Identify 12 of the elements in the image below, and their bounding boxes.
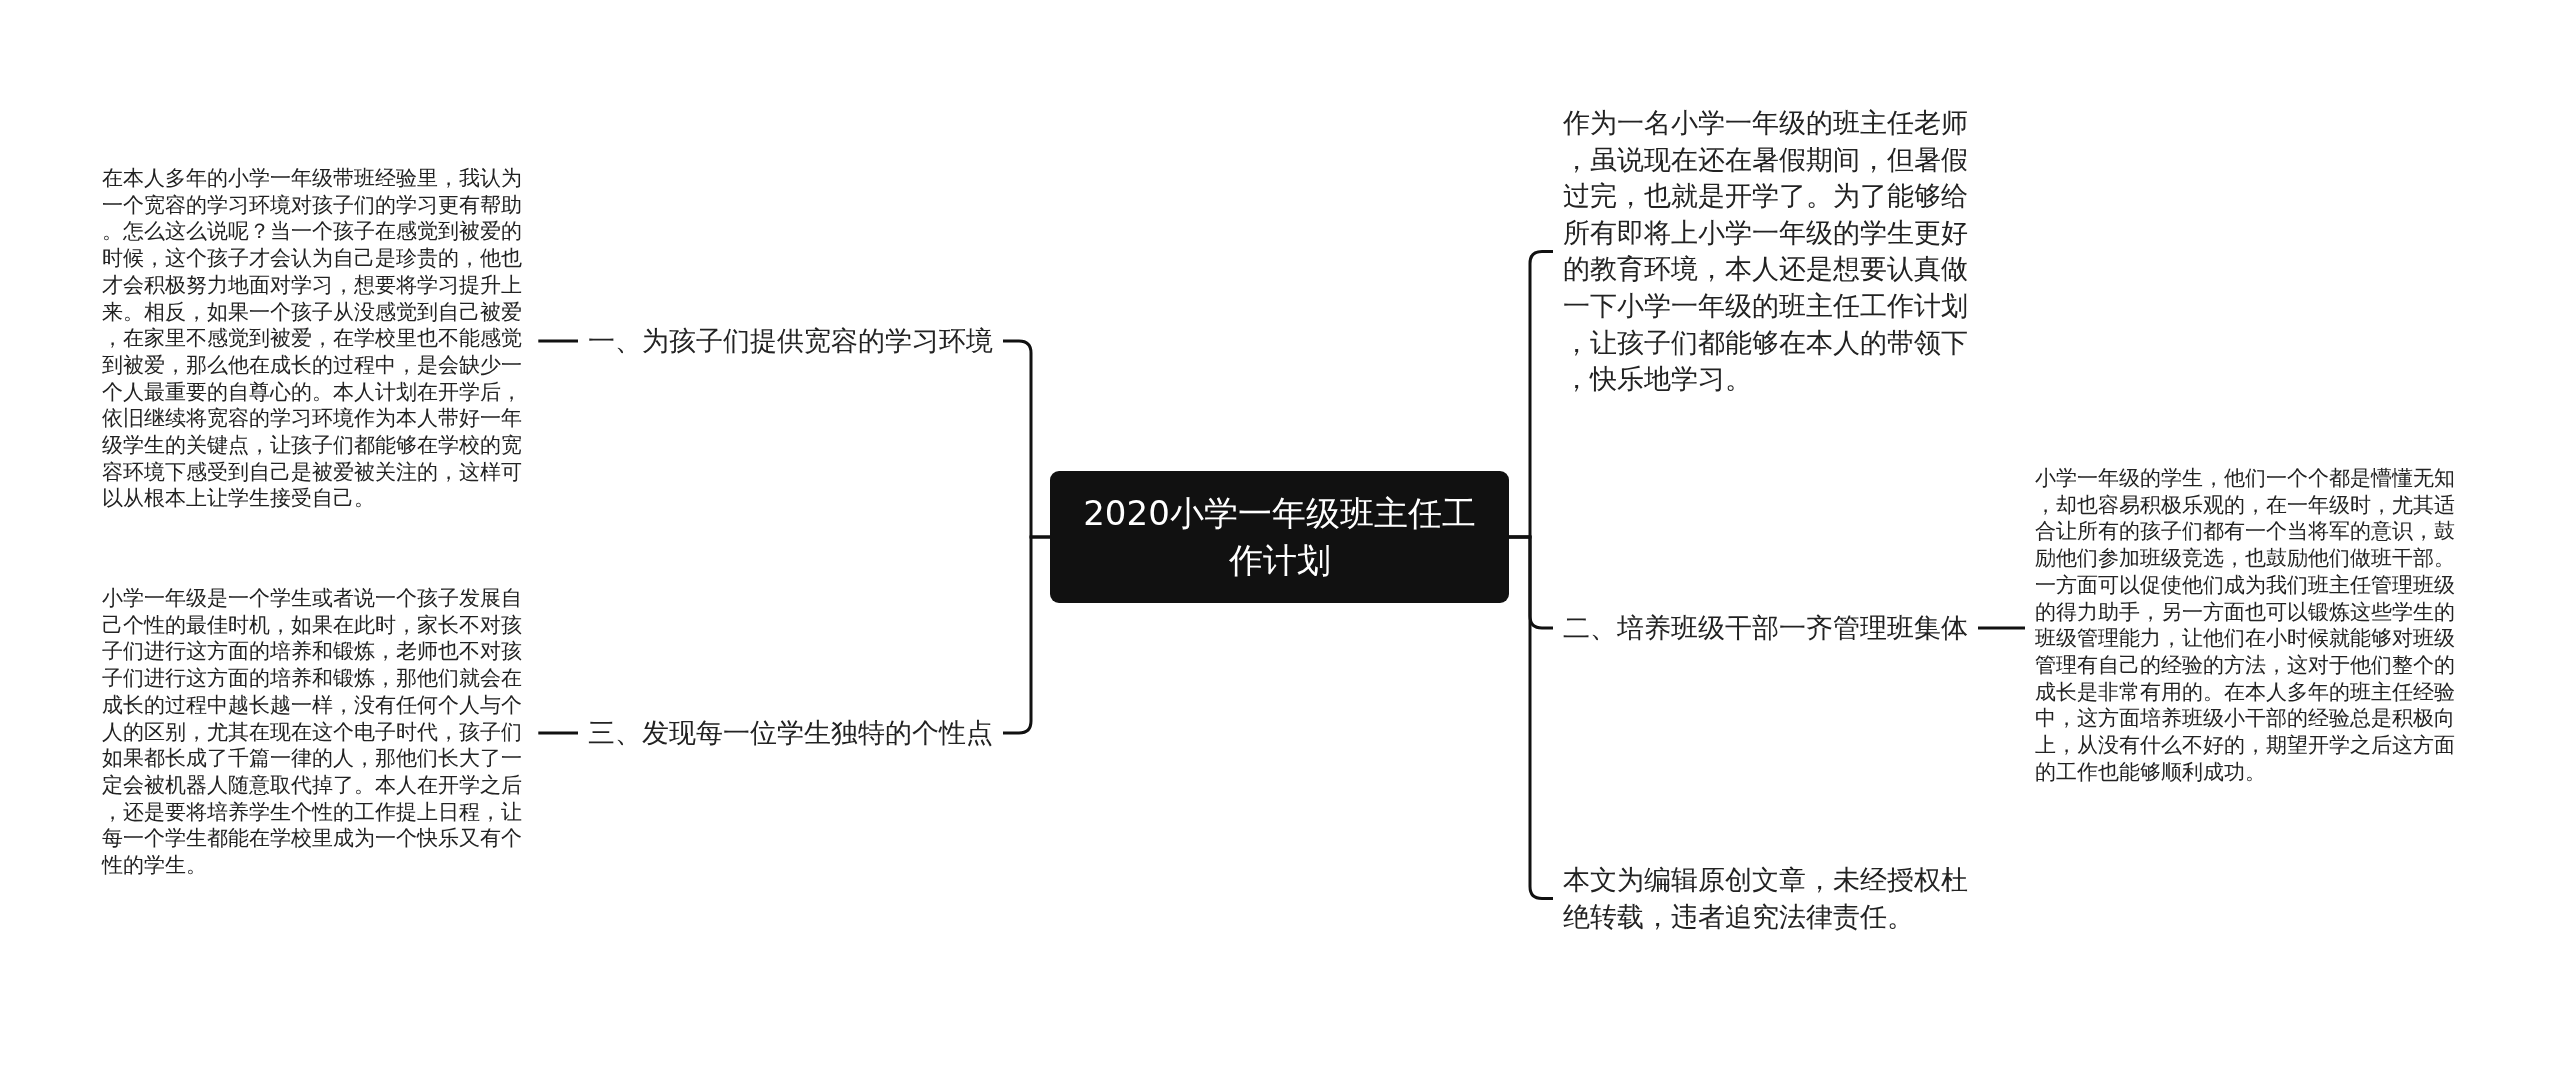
paragraph-text: 小学一年级的学生，他们一个个都是懵懂无知，却也容易积极乐观的，在一年级时，尤其适合让所有的孩子们都有一个当将军的意识，鼓励他们参加班级竞选，也鼓励他们做班干部。一方面可以促使他们成为我们班主任管理班级的得力助手，另一方面也可以锻炼这些学生的班级管理能力，让他们在小时候就能够对班级管理有自己的经验的方法，这对于他们整个的成长是非常有用的。在本人多年的班主任经验中，这方面培养班级小干部的经验总是积极向上，从没有什么不好的，期望开学之后这方面的工作也能够顺利成功。: [2025, 465, 2472, 786]
branch-label: 二、培养班级干部一齐管理班集体: [1553, 608, 1978, 648]
central-topic-box: 2020小学一年级班主任工作计划: [1050, 471, 1509, 603]
branch-label: 三、发现每一位学生独特的个性点: [578, 713, 1003, 753]
paragraph-text: 本文为编辑原创文章，未经授权杜绝转载，违者追究法律责任。: [1553, 862, 1987, 936]
paragraph-text: 作为一名小学一年级的班主任老师，虽说现在还在暑假期间，但暑假过完，也就是开学了。为了能够给所有即将上小学一年级的学生更好的教育环境，本人还是想要认真做一下小学一年级的班主任工作计划，让孩子们都能够在本人的带领下，快乐地学习。: [1553, 105, 1987, 398]
paragraph-text: 在本人多年的小学一年级带班经验里，我认为一个宽容的学习环境对孩子们的学习更有帮助。怎么这么说呢？当一个孩子在感觉到被爱的时候，这个孩子才会认为自己是珍贵的，他也才会积极努力地面对学习，想要将学习提升上来。相反，如果一个孩子从没感觉到自己被爱，在家里不感觉到被爱，在学校里也不能感觉到被爱，那么他在成长的过程中，是会缺少一个人最重要的自尊心的。本人计划在开学后，依旧继续将宽容的学习环境作为本人带好一年级学生的关键点，让孩子们都能够在学校的宽容环境下感受到自己是被爱被关注的，这样可以从根本上让学生接受自己。: [92, 165, 539, 513]
paragraph-text: 小学一年级是一个学生或者说一个孩子发展自己个性的最佳时机，如果在此时，家长不对孩子们进行这方面的培养和锻炼，老师也不对孩子们进行这方面的培养和锻炼，那他们就会在成长的过程中越长越一样，没有任何个人与个人的区别，尤其在现在这个电子时代，孩子们如果都长成了千篇一律的人，那他们长大了一定会被机器人随意取代掉了。本人在开学之后，还是要将培养学生个性的工作提上日程，让每一个学生都能在学校里成为一个快乐又有个性的学生。: [92, 585, 539, 879]
branch-label: 一、为孩子们提供宽容的学习环境: [578, 321, 1003, 361]
connector-line: [1978, 626, 2025, 630]
connector-line: [538, 339, 578, 343]
connector-line: [538, 731, 578, 735]
